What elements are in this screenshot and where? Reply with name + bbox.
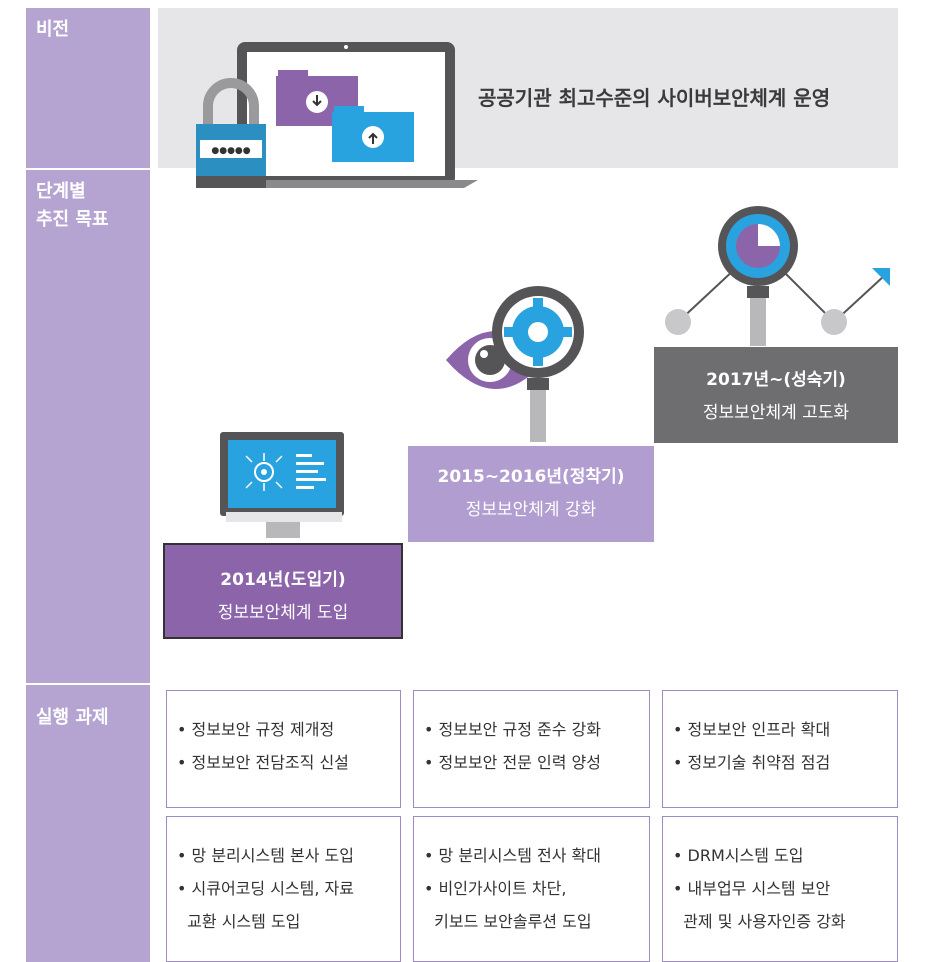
task-box-2015-system: • 망 분리시스템 전사 확대 • 비인가사이트 차단, 키보드 보안솔루션 도…: [413, 816, 650, 962]
task-item: 교환 시스템 도입: [177, 912, 301, 931]
sidebar-label-tasks: 실행 과제: [36, 707, 109, 728]
task-box-2015-policy: • 정보보안 규정 준수 강화 • 정보보안 전문 인력 양성: [413, 690, 650, 808]
sidebar: [26, 8, 150, 962]
task-item: • 정보보안 규정 제개정: [177, 720, 335, 739]
task-item: • 정보보안 전문 인력 양성: [424, 753, 601, 772]
task-item: • 망 분리시스템 본사 도입: [177, 846, 354, 865]
task-box-2014-policy: • 정보보안 규정 제개정 • 정보보안 전담조직 신설: [166, 690, 401, 808]
lock-icon: [196, 78, 266, 188]
task-item: 키보드 보안솔루션 도입: [424, 912, 592, 931]
stage-title: 2017년~(성숙기): [706, 370, 846, 390]
task-item: • 망 분리시스템 전사 확대: [424, 846, 601, 865]
stage-box-2017: 2017년~(성숙기) 정보보안체계 고도화: [654, 347, 898, 443]
task-item: • 정보기술 취약점 점검: [673, 753, 831, 772]
sidebar-divider: [26, 168, 150, 170]
sidebar-divider: [26, 683, 150, 685]
stage-subtitle: 정보보안체계 고도화: [702, 403, 850, 423]
sidebar-label-vision: 비전: [36, 19, 70, 40]
magnifier-gear-icon: [492, 286, 584, 442]
vision-statement: 공공기관 최고수준의 사이버보안체계 운영: [478, 86, 831, 110]
sidebar-label-goals: 단계별 추진 목표: [36, 181, 109, 230]
stage-box-2015-2016: 2015~2016년(정착기) 정보보안체계 강화: [408, 446, 654, 542]
stage-subtitle: 정보보안체계 강화: [465, 500, 597, 520]
task-item: • 비인가사이트 차단,: [424, 879, 567, 898]
task-item: • 정보보안 전담조직 신설: [177, 753, 349, 772]
stage-subtitle: 정보보안체계 도입: [217, 603, 349, 623]
task-item: 관제 및 사용자인증 강화: [673, 912, 846, 931]
task-box-2017-policy: • 정보보안 인프라 확대 • 정보기술 취약점 점검: [662, 690, 898, 808]
monitor-icon: [220, 432, 344, 538]
task-box-2014-system: • 망 분리시스템 본사 도입 • 시큐어코딩 시스템, 자료 교환 시스템 도…: [166, 816, 401, 962]
stage-box-2014: 2014년(도입기) 정보보안체계 도입: [163, 543, 403, 639]
password-dots: ●●●●●: [211, 146, 250, 156]
task-item: • 시큐어코딩 시스템, 자료: [177, 879, 354, 898]
stage-title: 2014년(도입기): [220, 570, 346, 590]
task-box-2017-system: • DRM시스템 도입 • 내부업무 시스템 보안 관제 및 사용자인증 강화: [662, 816, 898, 962]
task-item: • 정보보안 인프라 확대: [673, 720, 831, 739]
folder-upload-icon: [332, 106, 414, 162]
magnifier-chart-icon: [718, 206, 798, 346]
task-item: • DRM시스템 도입: [673, 846, 804, 865]
task-item: • 정보보안 규정 준수 강화: [424, 720, 601, 739]
stage-title: 2015~2016년(정착기): [437, 467, 625, 487]
task-item: • 내부업무 시스템 보안: [673, 879, 831, 898]
